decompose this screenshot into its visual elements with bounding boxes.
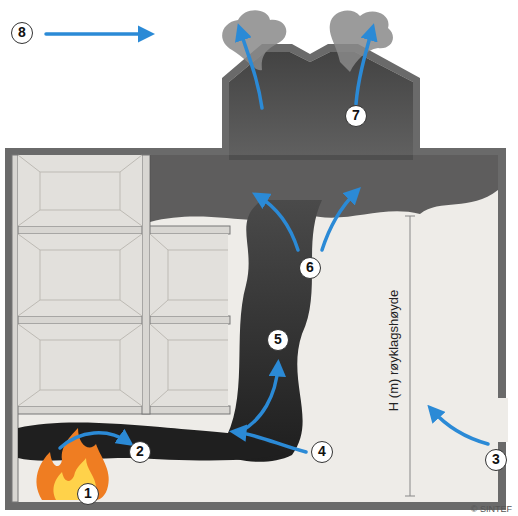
- dimension-label: H (m) røyklagshøyde: [386, 289, 401, 410]
- callout-number: 6: [299, 257, 321, 279]
- callout-number: 2: [129, 441, 151, 463]
- copyright-note: © SINTEF: [471, 504, 512, 514]
- dimension-line: [405, 216, 415, 496]
- building-interior: [12, 52, 498, 502]
- door-opening: [496, 398, 508, 442]
- smoke-layer: [150, 155, 498, 222]
- callout-number: 4: [311, 441, 333, 463]
- callout-number: 7: [345, 105, 367, 127]
- callout-number: 8: [11, 22, 33, 44]
- callout-number: 1: [77, 483, 99, 505]
- building-wall: [5, 44, 506, 510]
- flow-arrows: [46, 30, 488, 452]
- smoke-plume: [222, 200, 322, 462]
- callout-number: 3: [485, 449, 507, 471]
- callout-number: 5: [267, 329, 289, 351]
